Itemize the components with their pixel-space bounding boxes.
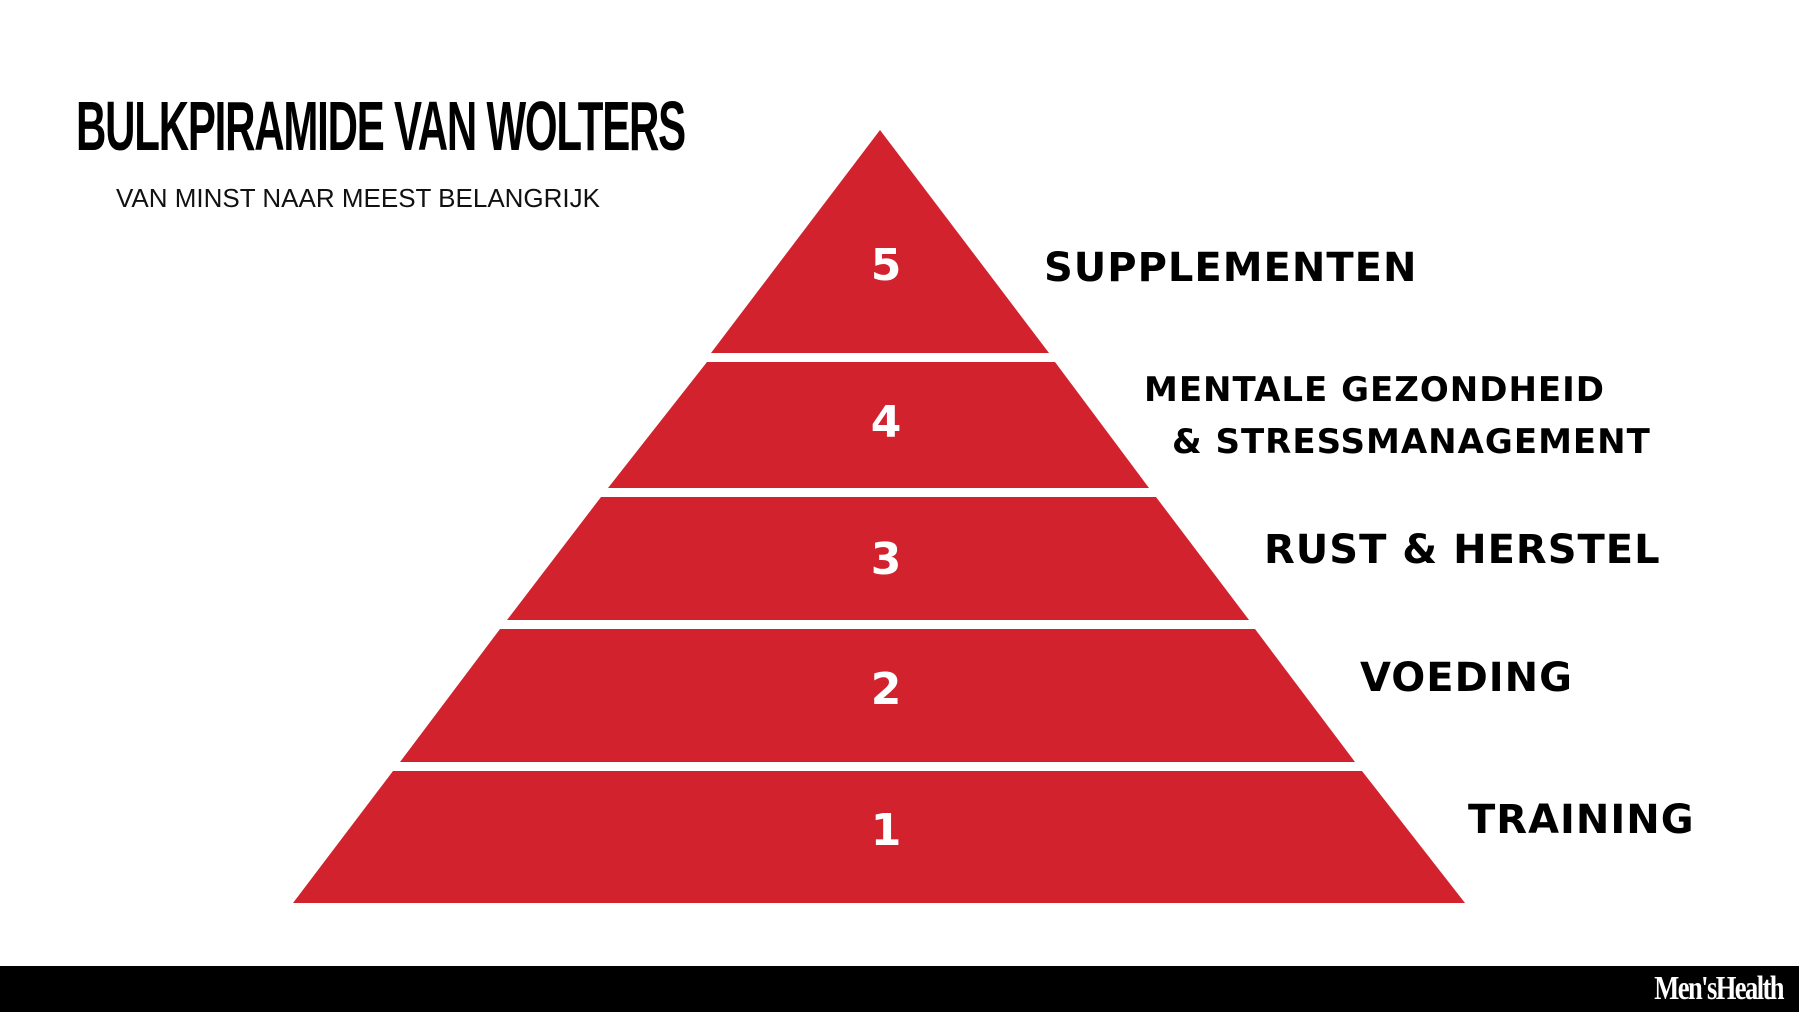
pyramid-tier-2 xyxy=(400,629,1355,762)
tier-2-label: VOEDING xyxy=(1360,655,1573,701)
tier-4-label-line1: MENTALE GEZONDHEID xyxy=(1144,370,1606,410)
page-subtitle: VAN MINST NAAR MEEST BELANGRIJK xyxy=(116,183,600,213)
tier-1-number: 1 xyxy=(871,805,902,856)
pyramid-tier-4 xyxy=(608,362,1149,488)
brand-logo: Men'sHealth xyxy=(1654,970,1784,1007)
pyramid-tier-5 xyxy=(711,130,1049,353)
tier-2-number: 2 xyxy=(871,664,902,715)
tier-4-number: 4 xyxy=(871,397,902,448)
tier-5-number: 5 xyxy=(871,240,902,291)
tier-5-label: SUPPLEMENTEN xyxy=(1044,245,1418,291)
page-title: BULKPIRAMIDE VAN WOLTERS xyxy=(76,87,686,165)
tier-3-label: RUST & HERSTEL xyxy=(1264,527,1661,573)
tier-1-label: TRAINING xyxy=(1468,797,1695,843)
tier-4-label: MENTALE GEZONDHEID & STRESSMANAGEMENT xyxy=(1144,364,1651,468)
footer-bar: Men'sHealth xyxy=(0,966,1799,1012)
pyramid-tier-1 xyxy=(293,771,1465,903)
tier-4-label-line2: & STRESSMANAGEMENT xyxy=(1172,422,1651,462)
pyramid-tier-3 xyxy=(507,497,1249,620)
tier-3-number: 3 xyxy=(871,534,902,585)
